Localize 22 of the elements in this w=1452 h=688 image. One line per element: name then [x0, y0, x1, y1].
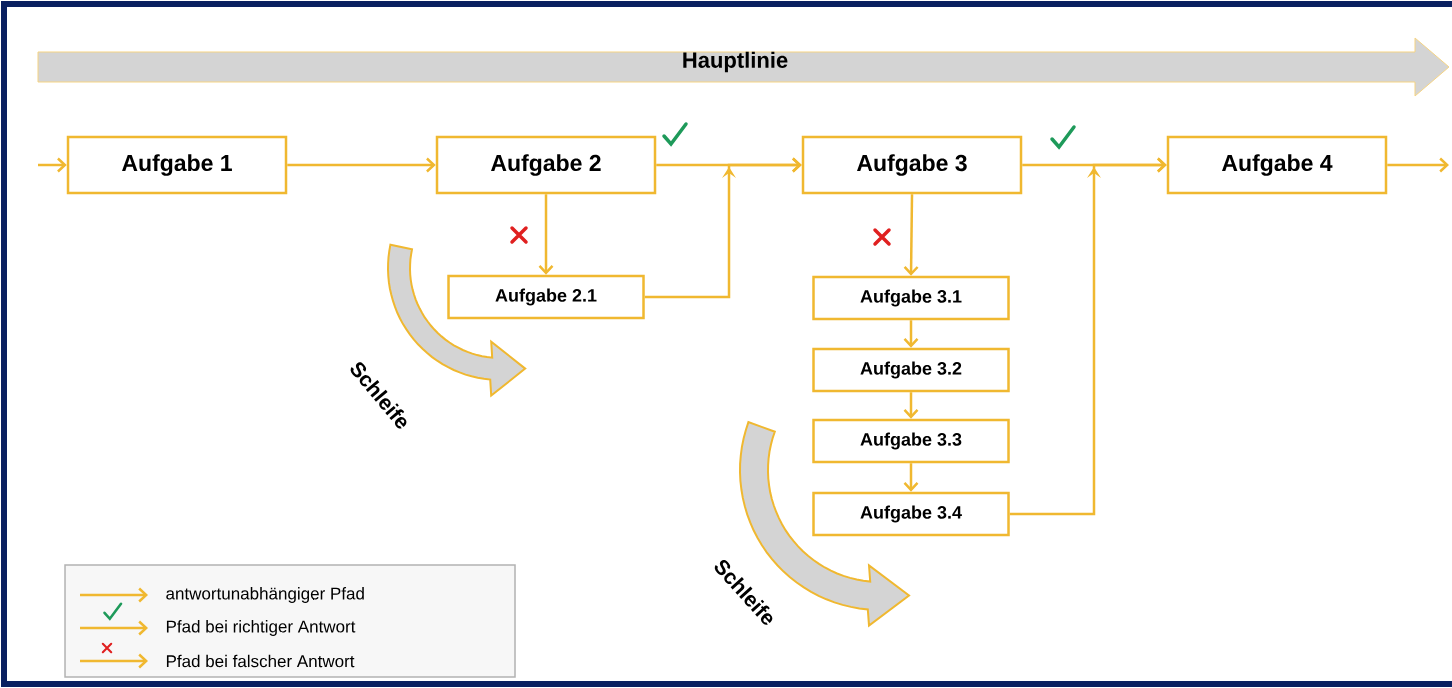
task-box: Aufgabe 1 [66, 135, 288, 195]
legend-text: Pfad bei falscher Antwort [166, 654, 355, 668]
arrow [1387, 157, 1449, 173]
legend-text: Pfad bei richtiger Antwort [166, 620, 356, 636]
arrow [903, 463, 919, 492]
arrow [903, 320, 919, 348]
task-box: Aufgabe 3.2 [812, 347, 1010, 393]
task-box: Aufgabe 2 [435, 135, 657, 195]
arrow [38, 157, 67, 173]
arrow [903, 194, 919, 276]
task-box: Aufgabe 3.1 [812, 275, 1010, 321]
task-box: Aufgabe 3.4 [812, 491, 1010, 537]
arrow [538, 194, 554, 275]
task-box: Aufgabe 3 [801, 135, 1023, 195]
task-box: Aufgabe 4 [1166, 135, 1388, 195]
legend-text: antwortunabhängiger Pfad [166, 587, 364, 603]
task-box: Aufgabe 2.1 [447, 274, 645, 320]
arrow [644, 157, 802, 299]
task-box: Aufgabe 3.3 [812, 418, 1010, 464]
arrow [903, 392, 919, 419]
arrow [1009, 157, 1167, 516]
arrow [287, 157, 436, 173]
